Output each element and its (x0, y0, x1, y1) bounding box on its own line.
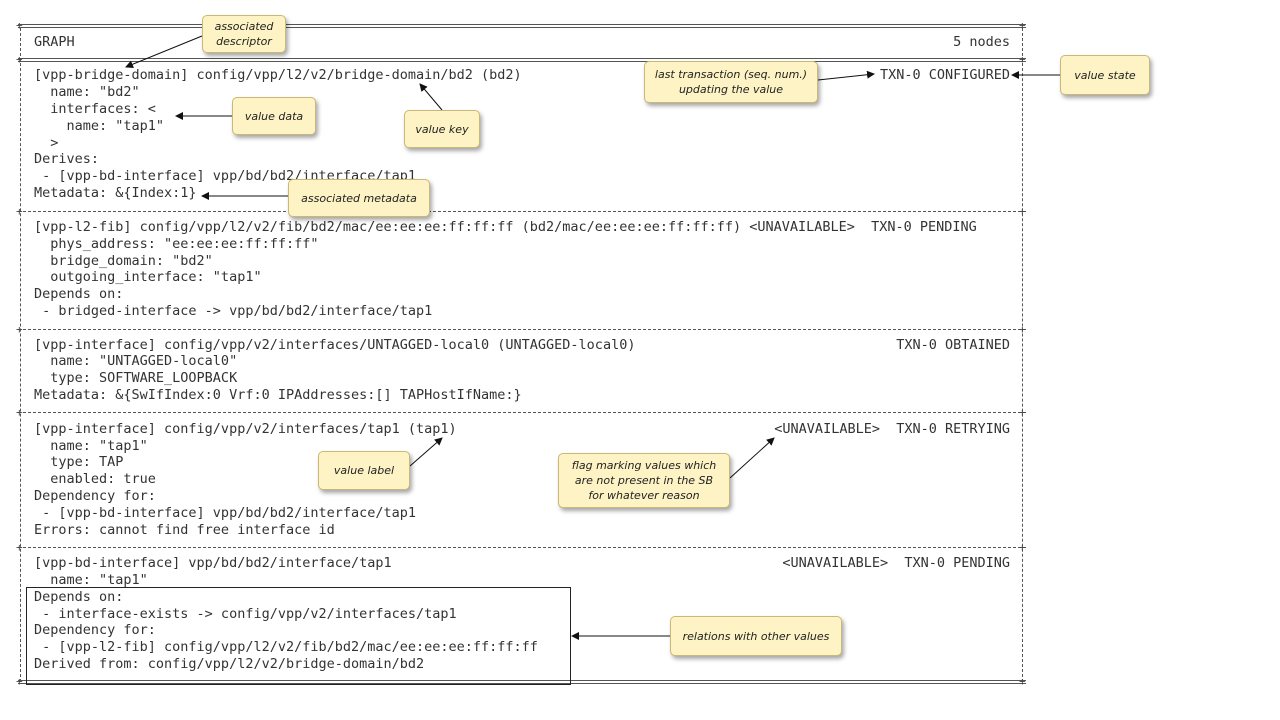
note-unavailable-flag: flag marking values which are not presen… (558, 453, 730, 508)
node-line: Derives: (34, 151, 100, 167)
node-line: interfaces: < (34, 101, 156, 117)
node-line: name: "tap1" (34, 438, 148, 454)
corner-plus: + (1019, 323, 1026, 336)
node-line: - bridged-interface -> vpp/bd/bd2/interf… (34, 303, 433, 319)
node-title: [vpp-interface] config/vpp/v2/interfaces… (34, 337, 636, 353)
node-line: - [vpp-bd-interface] vpp/bd/bd2/interfac… (34, 505, 417, 521)
node-status: <UNAVAILABLE> TXN-0 PENDING (782, 555, 1010, 571)
node-line: Depends on: (34, 286, 124, 302)
node-line: Dependency for: (34, 488, 156, 504)
node-separator (18, 412, 1026, 413)
node-line: - interface-exists -> config/vpp/v2/inte… (34, 606, 457, 622)
node-line: name: "tap1" (34, 118, 165, 134)
corner-plus: + (16, 323, 23, 336)
node-line: phys_address: "ee:ee:ee:ff:ff:ff" (34, 236, 319, 252)
arrow-associated-descriptor (125, 35, 203, 69)
node-status: TXN-0 OBTAINED (896, 337, 1010, 353)
graph-top-border (18, 24, 1026, 28)
note-last-transaction: last transaction (seq. num.) updating th… (644, 61, 818, 103)
node-line: bridge_domain: "bd2" (34, 253, 213, 269)
note-associated-metadata: associated metadata (288, 179, 430, 217)
node-line: Metadata: &{Index:1} (34, 185, 197, 201)
node-count: 5 nodes (953, 34, 1010, 50)
note-associated-descriptor: associated descriptor (202, 15, 286, 53)
node-line: Errors: cannot find free interface id (34, 522, 335, 538)
note-relations: relations with other values (670, 616, 842, 656)
graph-header-border (18, 58, 1026, 62)
corner-plus: + (16, 406, 23, 419)
relations-highlight-box (26, 587, 571, 685)
corner-plus: + (16, 541, 23, 554)
corner-plus: + (1019, 675, 1026, 688)
arrow-value-key (419, 83, 443, 111)
node-line: Dependency for: (34, 622, 156, 638)
corner-plus: + (1019, 19, 1026, 32)
corner-plus: + (16, 205, 23, 218)
node-line: name: "bd2" (34, 84, 140, 100)
node-line: type: TAP (34, 454, 124, 470)
arrow-value-label (409, 437, 443, 467)
note-value-data: value data (232, 97, 316, 135)
node-line: enabled: true (34, 471, 156, 487)
node-line: type: SOFTWARE_LOOPBACK (34, 370, 238, 386)
node-line: > (34, 135, 59, 151)
node-line: Derived from: config/vpp/l2/v2/bridge-do… (34, 656, 425, 672)
graph-left-border (20, 28, 21, 682)
arrow-last-transaction (817, 70, 875, 81)
node-title: [vpp-l2-fib] config/vpp/l2/v2/fib/bd2/ma… (34, 219, 977, 235)
arrow-unavailable-flag (729, 437, 775, 479)
node-separator (18, 547, 1026, 548)
node-separator (18, 329, 1026, 330)
corner-plus: + (16, 19, 23, 32)
node-title: [vpp-bd-interface] vpp/bd/bd2/interface/… (34, 555, 392, 571)
node-line: Depends on: (34, 589, 124, 605)
corner-plus: + (1019, 541, 1026, 554)
node-line: - [vpp-l2-fib] config/vpp/l2/v2/fib/bd2/… (34, 639, 538, 655)
corner-plus: + (1019, 406, 1026, 419)
graph-right-border (1022, 28, 1023, 682)
corner-plus: + (16, 53, 23, 66)
node-title: [vpp-interface] config/vpp/v2/interfaces… (34, 421, 457, 437)
node-title: [vpp-bridge-domain] config/vpp/l2/v2/bri… (34, 67, 522, 83)
note-value-label: value label (318, 451, 410, 490)
node-line: Metadata: &{SwIfIndex:0 Vrf:0 IPAddresse… (34, 387, 522, 403)
node-status: TXN-0 CONFIGURED (879, 67, 1010, 83)
node-line: outgoing_interface: "tap1" (34, 269, 262, 285)
note-value-key: value key (404, 110, 480, 148)
graph-title: GRAPH (34, 34, 75, 50)
node-line: name: "tap1" (34, 572, 148, 588)
note-value-state: value state (1060, 55, 1150, 95)
node-status: <UNAVAILABLE> TXN-0 RETRYING (774, 421, 1010, 437)
node-line: name: "UNTAGGED-local0" (34, 353, 238, 369)
node-separator (18, 211, 1026, 212)
corner-plus: + (16, 675, 23, 688)
graph-bottom-border (18, 680, 1026, 684)
corner-plus: + (1019, 53, 1026, 66)
corner-plus: + (1019, 205, 1026, 218)
